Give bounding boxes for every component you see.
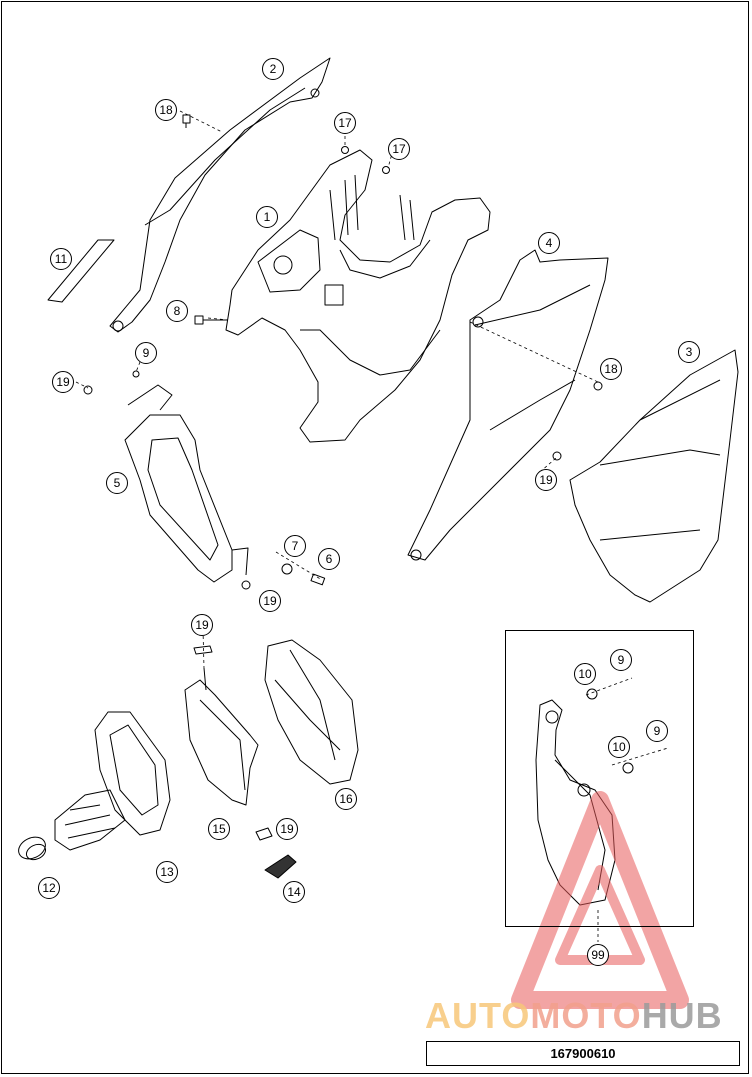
nuts-17 — [341, 146, 390, 174]
clip-19-top — [193, 645, 213, 655]
watermark-part-1: AUTO — [425, 995, 531, 1036]
callout-18: 18 — [155, 99, 177, 121]
inset-detail-box — [505, 630, 694, 927]
callout-13: 13 — [156, 861, 178, 883]
bolt-8 — [194, 315, 228, 325]
callout-19: 19 — [52, 371, 74, 393]
part-2-trim-strip — [109, 57, 331, 333]
callout-11: 11 — [50, 248, 72, 270]
callout-9: 9 — [646, 720, 668, 742]
callout-5: 5 — [106, 472, 128, 494]
bolt-18-top — [182, 114, 191, 128]
watermark-part-2: MOTO — [530, 995, 642, 1036]
callout-17: 17 — [334, 112, 356, 134]
part-13-intake-boot — [54, 711, 171, 851]
callout-15: 15 — [208, 818, 230, 840]
part-15-filter-cage — [184, 667, 259, 806]
grommet-18-right — [593, 381, 603, 391]
washer-7-and-bolt-6 — [281, 563, 326, 586]
watermark-part-3: HUB — [641, 995, 723, 1036]
callout-2: 2 — [262, 58, 284, 80]
callout-6: 6 — [318, 548, 340, 570]
grommet-19-right — [552, 451, 562, 461]
part-16-air-filter — [264, 639, 359, 785]
watermark-automotohub: AUTOMOTOHUB — [425, 995, 745, 1036]
callout-3: 3 — [678, 341, 700, 363]
callout-19: 19 — [259, 590, 281, 612]
callout-18: 18 — [600, 358, 622, 380]
clip-19-bottom — [255, 827, 273, 841]
callout-12: 12 — [38, 877, 60, 899]
diagram-part-number: 167900610 — [426, 1041, 740, 1066]
callout-19: 19 — [535, 469, 557, 491]
callout-10: 10 — [574, 663, 596, 685]
callout-99: 99 — [587, 944, 609, 966]
callout-9: 9 — [135, 342, 157, 364]
callout-4: 4 — [538, 232, 560, 254]
part-11-sticker — [47, 239, 115, 303]
part-12-hose-clamp — [18, 836, 47, 861]
callout-14: 14 — [283, 881, 305, 903]
callout-1: 1 — [256, 206, 278, 228]
callout-8: 8 — [166, 300, 188, 322]
callout-10: 10 — [608, 736, 630, 758]
callout-19: 19 — [276, 818, 298, 840]
part-4-side-cover — [407, 249, 609, 561]
part-3-side-panel — [569, 349, 739, 603]
callout-7: 7 — [284, 535, 306, 557]
callout-9: 9 — [610, 649, 632, 671]
part-14-bracket — [264, 854, 297, 879]
callout-16: 16 — [335, 788, 357, 810]
callout-17: 17 — [388, 138, 410, 160]
callout-19: 19 — [191, 614, 213, 636]
part-5-filter-frame — [83, 370, 251, 590]
part-1-airbox — [225, 149, 491, 443]
